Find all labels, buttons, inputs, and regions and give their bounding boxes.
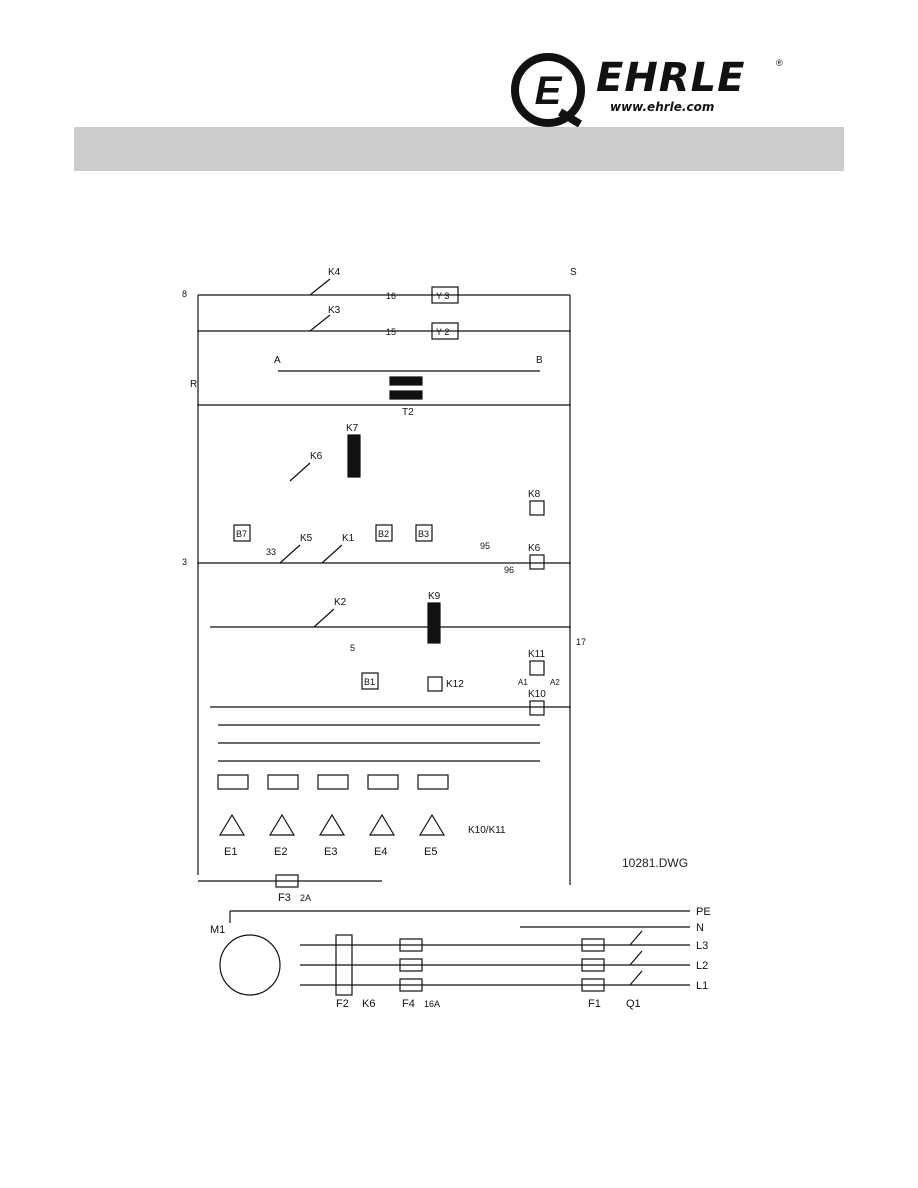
label-k8: K8 [528, 489, 541, 500]
label-k12: K12 [446, 679, 464, 690]
contact-k4 [309, 278, 331, 296]
label-k6-contact: K6 [310, 451, 323, 462]
label-f2: F2 [336, 998, 349, 1010]
label-l3: L3 [696, 940, 708, 952]
label-wire-8: 8 [182, 289, 187, 299]
label-f4: F4 [402, 998, 415, 1010]
label-n: N [696, 922, 704, 934]
fuse-f1-l2 [581, 958, 605, 972]
contact-k6 [289, 462, 311, 482]
label-k2: K2 [334, 597, 347, 608]
label-e3: E3 [324, 846, 337, 858]
label-wire-5: 5 [350, 643, 355, 653]
label-k7: K7 [346, 423, 359, 434]
label-l1: L1 [696, 980, 708, 992]
switch-b2 [375, 524, 393, 542]
label-b3: B3 [418, 529, 429, 539]
drawing-id: 10281.DWG [622, 856, 689, 870]
emblem-letter: E [535, 69, 563, 113]
label-wire-3: 3 [182, 557, 187, 567]
q1-contact-l1 [629, 970, 643, 986]
label-b: B [536, 355, 543, 366]
label-wire-96: 96 [504, 565, 514, 575]
label-k6-main: K6 [362, 998, 375, 1010]
label-k4: K4 [328, 267, 341, 278]
valve-y2-box [431, 322, 459, 340]
motor-m1 [219, 934, 281, 996]
contact-k3 [309, 314, 331, 332]
label-e1: E1 [224, 846, 237, 858]
label-b7: B7 [236, 529, 247, 539]
overload-f2 [335, 934, 353, 996]
label-m1: M1 [210, 924, 225, 936]
label-e5: E5 [424, 846, 437, 858]
q1-contact-l2 [629, 950, 643, 966]
registered-mark: ® [776, 58, 783, 68]
q1-contact-l3 [629, 930, 643, 946]
contact-k2 [313, 608, 335, 628]
contact-k1 [321, 544, 343, 564]
valve-y3-box [431, 286, 459, 304]
switch-b3 [415, 524, 433, 542]
coil-k9 [427, 602, 441, 644]
fuse-f1-l3 [581, 938, 605, 952]
brand-name: EHRLE [596, 55, 746, 101]
label-r: R [190, 379, 197, 390]
label-b2: B2 [378, 529, 389, 539]
label-k3: K3 [328, 305, 341, 316]
label-k10-k11: K10/K11 [468, 825, 506, 836]
ehrle-emblem-icon: E [511, 53, 585, 128]
label-b1: B1 [364, 677, 375, 687]
transformer-core-2 [389, 390, 423, 400]
fuse-f1-l1 [581, 978, 605, 992]
switch-b7 [233, 524, 251, 542]
label-t2: T2 [402, 407, 414, 418]
label-q1: Q1 [626, 998, 641, 1010]
brand-url: www.ehrle.com [610, 100, 715, 114]
switch-b1 [361, 672, 379, 690]
label-k5: K5 [300, 533, 313, 544]
label-k1: K1 [342, 533, 355, 544]
title-banner [74, 127, 844, 171]
coil-k6 [529, 554, 545, 570]
transformer-core-1 [389, 376, 423, 386]
label-wire-17: 17 [576, 637, 586, 647]
label-y2: Y 2 [436, 327, 449, 337]
label-e2: E2 [274, 846, 287, 858]
label-f1: F1 [588, 998, 601, 1010]
label-pe: PE [696, 906, 711, 918]
label-l2: L2 [696, 960, 708, 972]
label-a1: A1 [518, 678, 528, 687]
ehrle-logo: E EHRLE www.ehrle.com ® [508, 52, 790, 128]
label-wire-33: 33 [266, 547, 276, 557]
fuse-f4-l2 [399, 958, 423, 972]
coil-k11 [529, 660, 545, 676]
label-k11: K11 [528, 649, 545, 660]
heater-elements [217, 774, 449, 836]
fuse-f4-l3 [399, 938, 423, 952]
fuse-f3 [275, 874, 299, 888]
label-k9: K9 [428, 591, 441, 602]
fuse-f4-l1 [399, 978, 423, 992]
coil-k8 [529, 500, 545, 516]
label-e4: E4 [374, 846, 387, 858]
coil-k7 [347, 434, 361, 478]
label-wire-95: 95 [480, 541, 490, 551]
label-k6-coil: K6 [528, 543, 541, 554]
coil-k12 [427, 676, 443, 692]
contact-k5 [279, 544, 301, 564]
label-f3-rating: 2A [300, 893, 311, 903]
label-s: S [570, 267, 577, 278]
label-f4-rating: 16A [424, 999, 440, 1009]
label-f3: F3 [278, 892, 291, 904]
label-a: A [274, 355, 281, 366]
coil-k10 [529, 700, 545, 716]
label-a2: A2 [550, 678, 560, 687]
label-y3: Y 3 [436, 291, 449, 301]
label-wire-15: 15 [386, 327, 396, 337]
label-wire-16: 16 [386, 291, 396, 301]
label-k10: K10 [528, 689, 546, 700]
wiring-diagram: PE N L3 L2 L1 Q1 F1 F4 16A F3 2A M1 F2 K… [182, 267, 711, 1010]
